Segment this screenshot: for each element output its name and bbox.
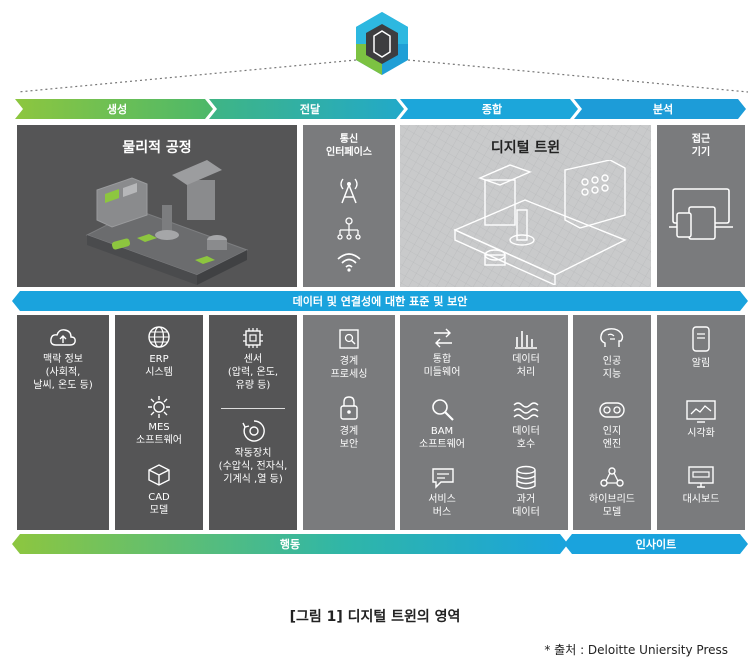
panel-digital-twin: 디지털 트윈: [400, 125, 651, 287]
standards-band: 데이터 및 연결성에 대한 표준 및 보안: [292, 295, 468, 308]
cognitive-engine-label: 인지 엔진: [602, 426, 622, 450]
column-sensors: 센서 (압력, 온도, 유량 등) 작동장치 (수압식, 전자식, 기계식 ,열…: [209, 315, 297, 530]
arrow-transfer: 전달: [299, 103, 321, 116]
antenna-icon: [340, 178, 358, 204]
cognitive-engine-icon: [599, 402, 625, 418]
lock-icon: [340, 396, 358, 420]
column-ai: 인공 지능 인지 엔진 하이브리드 모델: [573, 315, 651, 530]
panel-physical-process: 물리적 공정: [17, 125, 297, 287]
hexagon-logo: [17, 12, 749, 93]
middleware-cell: 통합 미들웨어: [400, 353, 484, 379]
arrow-insight: 인사이트: [635, 538, 677, 551]
column-twin-integration: 통합 미들웨어 BAM 소프트웨어 서비스 버스 데이터 처리 데이터 호수 과…: [400, 315, 568, 530]
service-bus-label: 서비스 버스: [428, 494, 456, 518]
bam-cell: BAM 소프트웨어: [400, 425, 484, 451]
cad-label: CAD 모델: [148, 492, 170, 516]
wireframe-machine-illustration: [453, 160, 627, 285]
historical-data-label: 과거 데이터: [512, 494, 540, 518]
brain-icon: [600, 328, 624, 347]
historical-data-cell: 과거 데이터: [484, 493, 568, 519]
bar-chart-icon: [515, 331, 537, 349]
context-label: 맥락 정보 (사회적, 날씨, 온도 등): [33, 354, 93, 391]
ai-label: 인공 지능: [602, 356, 622, 380]
sensor-label: 센서 (압력, 온도, 유량 등): [227, 354, 279, 391]
wifi-icon: [337, 253, 361, 272]
column-access-outputs: 알림 시각화 대시보드: [657, 315, 745, 530]
panel-access-title: 접근 기기: [691, 134, 711, 158]
phone-icon: [692, 326, 710, 352]
data-lake-cell: 데이터 호수: [484, 425, 568, 451]
service-bus-cell: 서비스 버스: [400, 493, 484, 519]
hybrid-model-label: 하이브리드 모델: [589, 494, 635, 518]
magnifier-icon: [432, 399, 454, 421]
chip-icon: [243, 328, 263, 348]
cloud-upload-icon: [50, 329, 76, 346]
dashboard-label: 대시보드: [682, 494, 720, 505]
waves-icon: [513, 402, 539, 420]
dashboard-icon: [688, 466, 714, 488]
column-systems: ERP 시스템 MES 소프트웨어 CAD 모델: [115, 315, 203, 530]
panel-access-devices: 접근 기기: [657, 125, 745, 287]
edge-processing-label: 경계 프로세싱: [330, 356, 368, 380]
arrow-analyze: 분석: [652, 103, 674, 116]
arrow-integrate: 종합: [481, 103, 503, 116]
devices-icon: [669, 188, 733, 240]
edge-processing-icon: [339, 329, 359, 349]
arrow-generate: 생성: [106, 103, 128, 116]
erp-label: ERP 시스템: [145, 354, 173, 378]
database-icon: [516, 465, 536, 490]
alert-label: 알림: [691, 358, 711, 369]
globe-icon: [148, 326, 170, 348]
figure-source: * 출처 : Deloitte Uniersity Press: [544, 643, 728, 657]
swap-arrows-icon: [434, 328, 452, 348]
actuator-cycle-icon: [242, 420, 265, 442]
edge-security-label: 경계 보안: [339, 426, 359, 450]
data-processing-label: 데이터 처리: [512, 354, 540, 378]
column-context: 맥락 정보 (사회적, 날씨, 온도 등): [17, 315, 109, 530]
mes-label: MES 소프트웨어: [136, 422, 182, 446]
figure-caption: [그림 1] 디지털 트윈의 영역: [289, 609, 461, 625]
factory-machine-illustration: [85, 160, 249, 285]
top-arrow-band: [15, 99, 746, 119]
data-lake-label: 데이터 호수: [512, 426, 540, 450]
visualization-monitor-icon: [686, 400, 716, 423]
bam-label: BAM 소프트웨어: [419, 426, 465, 450]
data-processing-cell: 데이터 처리: [484, 353, 568, 379]
cube-icon: [148, 464, 170, 486]
panel-physical-title: 물리적 공정: [122, 140, 192, 156]
divider: [221, 408, 285, 409]
panel-twin-title: 디지털 트윈: [490, 140, 561, 156]
bottom-arrow-band: [12, 534, 748, 554]
standards-band-shape: [12, 291, 748, 311]
panel-communication-interface: 통신 인터페이스: [303, 125, 395, 287]
chat-bubble-icon: [432, 468, 454, 489]
middleware-label: 통합 미들웨어: [423, 354, 461, 378]
visualization-label: 시각화: [687, 428, 715, 439]
gear-icon: [148, 396, 170, 418]
hybrid-model-icon: [600, 467, 624, 487]
column-edge-security: 경계 프로세싱 경계 보안: [303, 315, 395, 530]
network-hub-icon: [337, 217, 361, 240]
actuator-label: 작동장치 (수압식, 전자식, 기계식 ,열 등): [218, 448, 288, 485]
panel-comm-title: 통신 인터페이스: [326, 134, 372, 158]
grid-pattern: [400, 125, 651, 287]
arrow-action: 행동: [279, 538, 301, 551]
